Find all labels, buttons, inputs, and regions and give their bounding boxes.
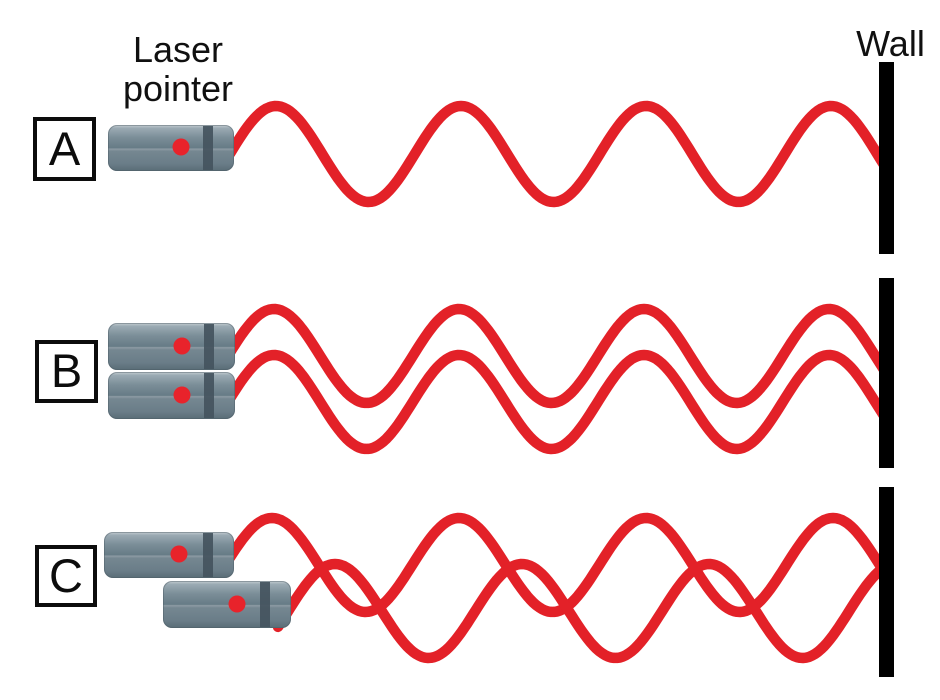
laser-pointer-label: Laser pointer [122,29,234,109]
wall-segment-a [879,62,894,254]
wall-label: Wall [856,23,925,64]
section-label: A [48,121,81,175]
laser-button-icon [172,138,190,156]
section-label: B [50,344,83,397]
laser-pointer-b-1 [108,323,235,370]
laser-pointer-b-2 [108,372,235,419]
wall-segment-c [879,487,894,677]
laser-beam-wave-b [224,303,892,409]
laser-stripe [203,126,213,170]
laser-beam-wave-c [272,558,892,664]
laser-button-icon [228,595,246,613]
section-label-box-b: B [35,340,98,403]
section-label: C [49,548,83,602]
laser-stripe [260,582,270,627]
laser-beam-wave-c [224,512,892,618]
laser-beam-wave-a [224,100,892,208]
laser-beam-wave-b [224,349,892,455]
laser-stripe [203,533,213,577]
laser-button-icon [173,337,191,355]
laser-pointer-c-1 [104,532,234,578]
laser-pointer-a-1 [108,125,234,171]
laser-stripe [204,373,214,418]
laser-button-icon [173,386,191,404]
laser-button-icon [170,545,188,563]
laser-pointer-c-2 [163,581,291,628]
laser-stripe [204,324,214,369]
wall-segment-b [879,278,894,468]
section-label-box-a: A [33,117,96,181]
section-label-box-c: C [35,545,97,607]
